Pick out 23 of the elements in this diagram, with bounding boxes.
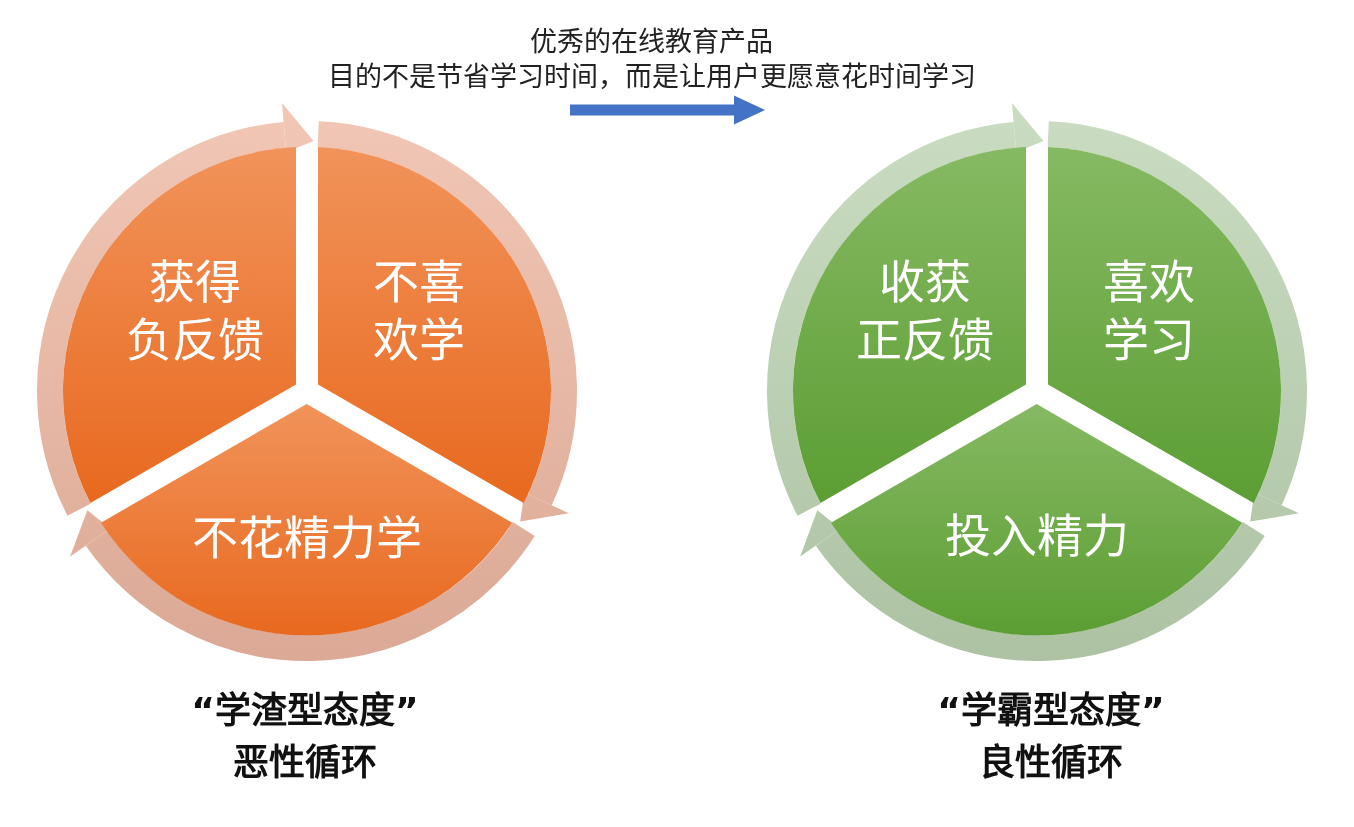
sector-label: 获得负反馈 (126, 254, 264, 369)
cycle-title: 恶性循环 (233, 741, 377, 785)
pie-sector (831, 403, 1243, 635)
sector-label: 投入精力 (945, 508, 1129, 565)
cycle-arrow (70, 510, 535, 661)
sector-label: 不喜欢学 (373, 254, 465, 369)
sector-label: 喜欢学习 (1103, 254, 1195, 369)
pie-sector (1048, 147, 1281, 504)
cycle-title: 良性循环 (979, 741, 1123, 785)
cycle-arrow (800, 510, 1265, 661)
pie-sector (318, 147, 551, 504)
cycle-title: “学霸型态度” (937, 689, 1165, 733)
cycle-arrow (767, 103, 1044, 515)
pie-sector (101, 403, 513, 635)
arrow (570, 95, 764, 125)
cycle-arrow (37, 103, 314, 515)
sector-label: 不花精力学 (192, 510, 422, 567)
cycle-title: “学渣型态度” (191, 689, 419, 733)
cycle-arrow (1046, 121, 1307, 522)
sector-label: 收获正反馈 (856, 254, 994, 369)
cycle-arrow (316, 121, 577, 522)
pie-sector (793, 147, 1026, 504)
pie-sector (63, 147, 296, 504)
